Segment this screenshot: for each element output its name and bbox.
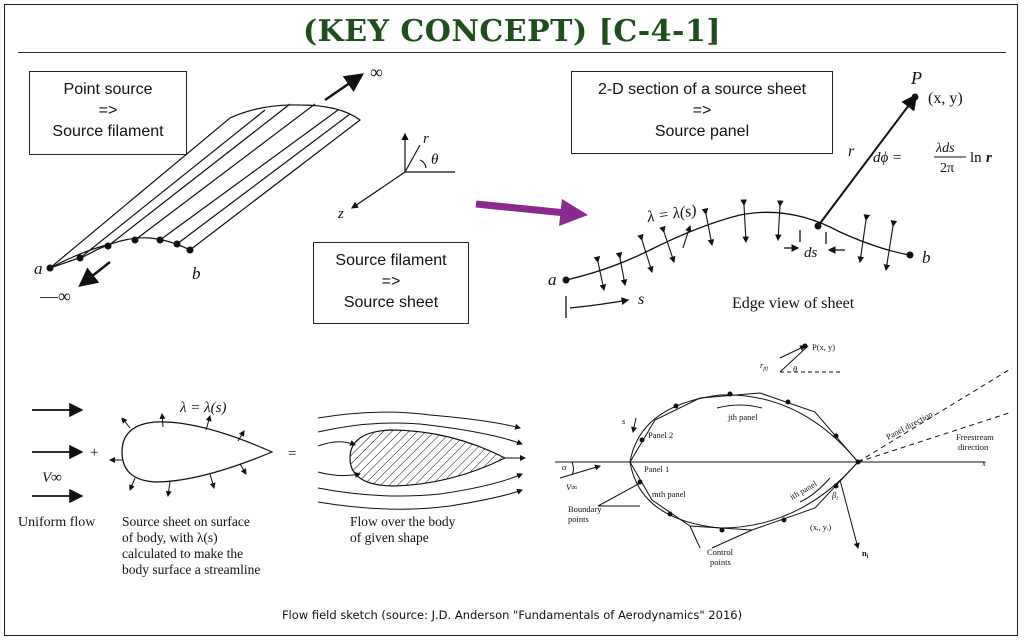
sheet-label-a: a [548, 270, 557, 289]
ds-label: ds [804, 245, 818, 261]
source-sheet-box: Source filament=>Source sheet [313, 242, 469, 324]
alpha-label: α [562, 462, 567, 472]
svg-text:of given shape: of given shape [350, 530, 429, 545]
point-P-label: P [910, 68, 922, 88]
slide-title: (KEY CONCEPT) [C-4-1] [302, 14, 722, 49]
panel-vinf-label: V∞ [566, 482, 577, 492]
point-xy-label: (x, y) [928, 90, 963, 107]
svg-text:dϕ =: dϕ = [873, 150, 902, 166]
svg-text:Source sheet on surface: Source sheet on surface [122, 514, 250, 529]
mth-panel-label: mth panel [652, 489, 686, 499]
edge-view-figure [562, 93, 919, 318]
axis-z-label: z [337, 206, 344, 222]
axis-theta-label: θ [431, 152, 439, 168]
normal-ni-label: ni [862, 548, 869, 560]
infinity-negative: —∞ [39, 286, 71, 306]
source-filament-figure [46, 73, 455, 287]
filament-label-b: b [192, 264, 201, 283]
lambda-s-label: λ = λ(s) [645, 202, 697, 226]
svg-text:ln: ln [970, 150, 982, 166]
sheet-label-b: b [922, 248, 931, 267]
infinity-positive: ∞ [370, 62, 383, 82]
slide-frame [4, 4, 1018, 636]
svg-text:body surface a streamline: body surface a streamline [122, 562, 260, 577]
panel-direction-label: Panel direction [884, 409, 935, 442]
svg-text:λds: λds [935, 141, 955, 156]
freestream-v-label: V∞ [42, 470, 62, 486]
uniform-flow-caption: Uniform flow [18, 515, 96, 530]
superposition-figure [32, 402, 526, 510]
panel-rpj-label: rpj [760, 360, 768, 372]
svg-text:Flow over the body: Flow over the body [350, 514, 456, 529]
transition-arrow [475, 199, 588, 226]
panel-theta-label: θ [793, 364, 797, 374]
equals-sign: = [288, 446, 296, 462]
title-rule [18, 52, 1006, 53]
arc-s-panel-label: s [622, 416, 626, 426]
svg-text:2π: 2π [940, 161, 954, 176]
axis-r-label: r [423, 131, 429, 147]
beta-label: βi [831, 490, 838, 502]
filament-label-a: a [34, 259, 43, 278]
panel1-label: Panel 1 [644, 464, 669, 474]
arc-s-label: s [638, 291, 644, 308]
x-axis-label: x [981, 458, 986, 468]
ith-panel-label: ith panel [788, 478, 819, 502]
potential-formula: dϕ = λds 2π ln r [873, 141, 992, 176]
xiyi-label: (xᵢ, yᵢ) [810, 522, 831, 532]
svg-text:r: r [986, 150, 992, 166]
edge-view-caption: Edge view of sheet [732, 295, 855, 312]
flow-over-body-caption: Flow over the body of given shape [350, 514, 456, 545]
source-sheet-caption: Source sheet on surface of body, with λ(… [122, 514, 260, 577]
body-lambda-label: λ = λ(s) [179, 400, 226, 416]
figure-source-caption: Flow field sketch (source: J.D. Anderson… [281, 608, 743, 622]
svg-text:calculated to make the: calculated to make the [122, 546, 243, 561]
plus-sign: + [90, 445, 98, 461]
jth-panel-label: jth panel [727, 412, 758, 422]
source-panel-box: 2-D section of a source sheet=>Source pa… [571, 71, 833, 154]
svg-text:of body, with λ(s): of body, with λ(s) [122, 530, 218, 545]
panel2-label: Panel 2 [648, 430, 673, 440]
point-source-box: Point source=>Source filament [29, 71, 187, 155]
panel-method-figure [555, 343, 1013, 549]
panel-P-label: P(x, y) [812, 342, 835, 352]
vector-r-label: r [848, 143, 855, 160]
